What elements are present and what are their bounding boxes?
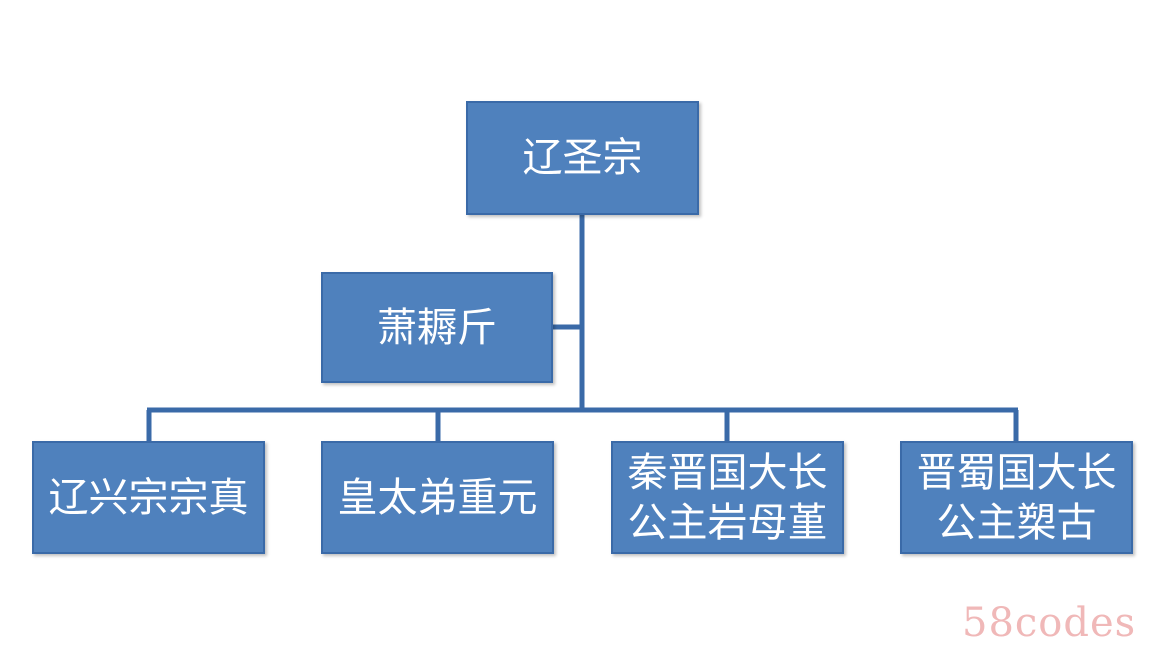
child-node: 皇太弟重元 (321, 441, 554, 554)
watermark: 58codes (962, 600, 1137, 646)
consort-node: 萧耨斤 (321, 272, 553, 383)
child-node-label: 辽兴宗宗真 (48, 474, 249, 521)
child-node: 辽兴宗宗真 (32, 441, 265, 554)
child-node: 秦晋国大长 公主岩母堇 (611, 441, 844, 554)
consort-node-label: 萧耨斤 (377, 304, 497, 351)
child-node-label: 秦晋国大长 公主岩母堇 (627, 449, 828, 546)
root-node: 辽圣宗 (466, 101, 699, 215)
child-node: 晋蜀国大长 公主槊古 (900, 441, 1133, 554)
child-node-label: 晋蜀国大长 公主槊古 (916, 449, 1117, 546)
root-node-label: 辽圣宗 (522, 135, 643, 181)
child-node-label: 皇太弟重元 (337, 474, 538, 521)
